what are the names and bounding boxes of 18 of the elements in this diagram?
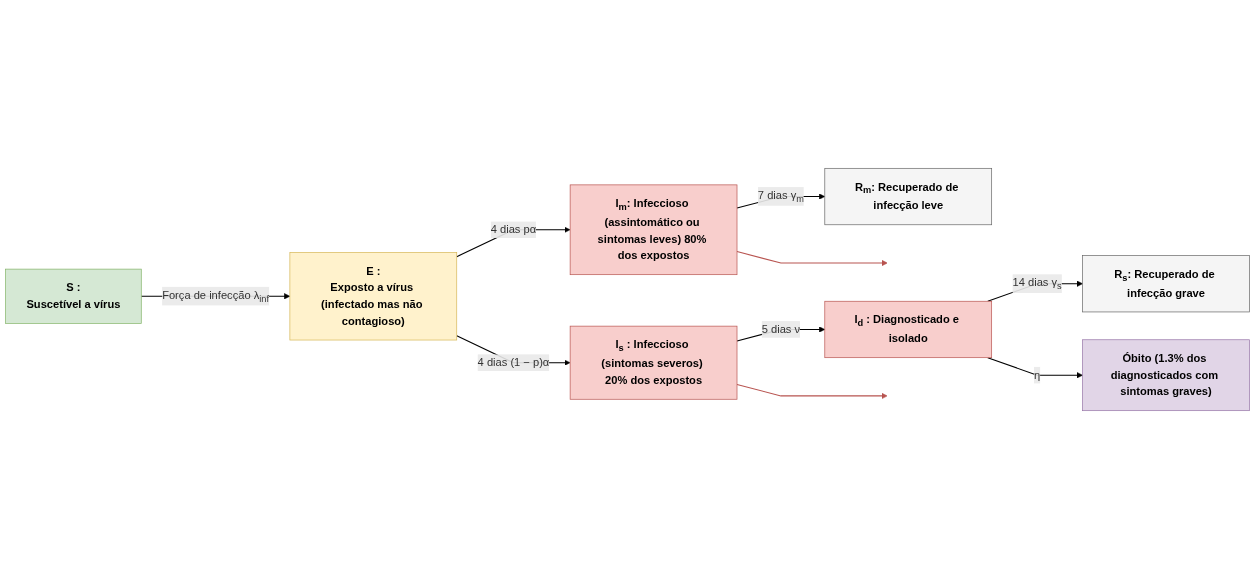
node-box: I$_{s}$ : Infeccioso (sintomas severos) 20% dos expostos bbox=[569, 325, 738, 400]
edge-label: 4 dias pα bbox=[490, 223, 537, 236]
arrow bbox=[736, 251, 888, 267]
edge-label: Força de infecção λ$_{inf}$ bbox=[162, 288, 270, 304]
node-box: I$_{d}$ : Diagnosticado e isolado bbox=[824, 300, 992, 359]
node-box: R$_{m}$: Recuperado de infecção leve bbox=[824, 167, 992, 226]
edge-label: 7 dias γ$_{m}$ bbox=[757, 189, 804, 204]
edge-label: η bbox=[1034, 368, 1041, 381]
node-box: I$_{m}$: Infeccioso (assintomático ou sintomas leves) 80% dos expostos bbox=[569, 184, 738, 276]
node-box: S : Suscetível a vírus bbox=[5, 268, 142, 324]
node-box: Óbito (1.3% dos diagnosticados com sintomas graves) bbox=[1082, 339, 1250, 412]
arrow bbox=[987, 357, 1083, 379]
edge-label: 4 dias (1 − p)α bbox=[477, 356, 550, 369]
edge-label: 14 dias γ$_{s}$ bbox=[1012, 276, 1062, 292]
node-box: R$_{s}$: Recuperado de infecção grave bbox=[1082, 255, 1250, 313]
edge-label: 5 dias ν bbox=[761, 323, 801, 336]
node-box: E : Exposto a vírus (infectado mas não contagioso) bbox=[289, 252, 458, 341]
arrow bbox=[736, 383, 888, 399]
